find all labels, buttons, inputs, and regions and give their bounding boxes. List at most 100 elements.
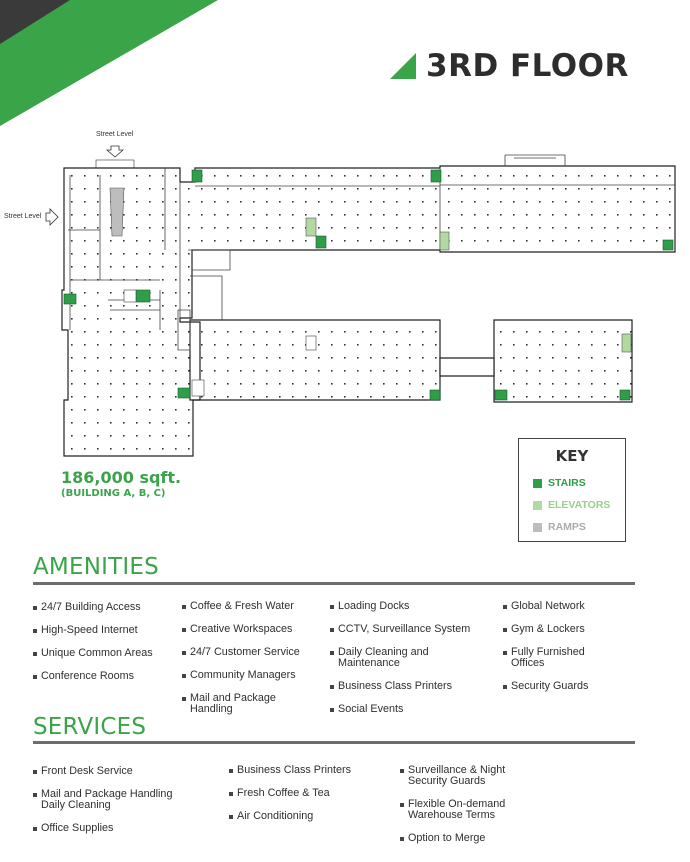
service-item: Surveillance & Night Security Guards <box>400 765 505 787</box>
service-item: Office Supplies <box>33 823 113 834</box>
service-item: Air Conditioning <box>229 811 313 822</box>
bullet-icon <box>33 652 37 656</box>
page-title: 3RD FLOOR <box>426 48 629 84</box>
street-level-label-top: Street Level <box>96 131 134 138</box>
item-label: Conference Rooms <box>41 670 135 682</box>
item-label: Fully Furnished Offices <box>511 646 585 669</box>
bullet-icon <box>33 793 37 797</box>
bullet-icon <box>33 827 37 831</box>
bullet-icon <box>229 769 233 773</box>
item-label: 24/7 Building Access <box>41 601 141 613</box>
key-item-elevators: ELEVATORS <box>533 499 610 511</box>
item-label: Mail and Package Handling <box>190 692 276 715</box>
amenity-item: Gym & Lockers <box>503 624 585 635</box>
map-key: KEY STAIRS ELEVATORS RAMPS <box>518 438 626 542</box>
bullet-icon <box>330 605 334 609</box>
bullet-icon <box>182 674 186 678</box>
amenity-item: 24/7 Customer Service <box>182 647 300 658</box>
item-label: High-Speed Internet <box>41 624 138 636</box>
services-rule <box>33 741 635 744</box>
street-level-label-left: Street Level <box>4 213 42 220</box>
item-label: Surveillance & Night Security Guards <box>408 764 506 787</box>
bullet-icon <box>330 708 334 712</box>
services-heading: SERVICES <box>33 714 147 740</box>
item-label: Security Guards <box>511 680 589 692</box>
building-c-outline <box>493 319 633 403</box>
key-item-ramps: RAMPS <box>533 521 586 533</box>
key-label-elevators: ELEVATORS <box>548 499 611 511</box>
amenity-item: Community Managers <box>182 670 296 681</box>
item-label: Fresh Coffee & Tea <box>237 787 330 799</box>
service-item: Mail and Package Handling Daily Cleaning <box>33 789 172 811</box>
amenity-item: Loading Docks <box>330 601 409 612</box>
amenity-item: Coffee & Fresh Water <box>182 601 294 612</box>
service-item: Fresh Coffee & Tea <box>229 788 330 799</box>
bullet-icon <box>503 628 507 632</box>
item-label: Business Class Printers <box>237 764 352 776</box>
amenity-item: Daily Cleaning and Maintenance <box>330 647 429 669</box>
amenity-item: High-Speed Internet <box>33 625 138 636</box>
service-item: Business Class Printers <box>229 765 351 776</box>
bullet-icon <box>400 769 404 773</box>
bullet-icon <box>330 651 334 655</box>
item-label: Front Desk Service <box>41 765 133 777</box>
building-b-outline <box>189 319 441 401</box>
bullet-icon <box>33 606 37 610</box>
connector-outline <box>439 357 495 377</box>
item-label: Business Class Printers <box>338 680 453 692</box>
bullet-icon <box>182 628 186 632</box>
page-header: 3RD FLOOR <box>390 48 629 84</box>
amenity-item: Business Class Printers <box>330 681 452 692</box>
bullet-icon <box>33 770 37 774</box>
bullet-icon <box>182 605 186 609</box>
street-level-arrow-left <box>45 208 59 226</box>
bullet-icon <box>33 629 37 633</box>
amenity-item: Social Events <box>330 704 403 715</box>
service-item: Front Desk Service <box>33 766 133 777</box>
bullet-icon <box>330 628 334 632</box>
item-label: Community Managers <box>190 669 296 681</box>
amenity-item: Conference Rooms <box>33 671 134 682</box>
bullet-icon <box>503 605 507 609</box>
stairs-swatch <box>533 478 542 488</box>
key-label-ramps: RAMPS <box>548 521 586 533</box>
item-label: Flexible On-demand Warehouse Terms <box>408 798 506 821</box>
service-item: Flexible On-demand Warehouse Terms <box>400 799 505 821</box>
key-title: KEY <box>555 447 589 465</box>
bullet-icon <box>182 651 186 655</box>
item-label: Office Supplies <box>41 822 114 834</box>
amenity-item: Fully Furnished Offices <box>503 647 585 669</box>
amenity-item: Security Guards <box>503 681 588 692</box>
amenity-item: Creative Workspaces <box>182 624 292 635</box>
bullet-icon <box>33 675 37 679</box>
key-item-stairs: STAIRS <box>533 477 586 489</box>
item-label: Global Network <box>511 600 585 612</box>
amenity-item: Unique Common Areas <box>33 648 153 659</box>
ramp <box>109 187 125 237</box>
bullet-icon <box>182 697 186 701</box>
buildings-label: (BUILDING A, B, C) <box>61 488 166 499</box>
bullet-icon <box>229 792 233 796</box>
item-label: CCTV, Surveillance System <box>338 623 471 635</box>
key-label-stairs: STAIRS <box>548 477 586 489</box>
amenity-item: Global Network <box>503 601 585 612</box>
service-item: Option to Merge <box>400 833 485 844</box>
elevator-markers <box>305 217 632 353</box>
street-level-arrow-top <box>95 145 135 169</box>
corner-decoration <box>0 0 218 126</box>
item-label: Coffee & Fresh Water <box>190 600 294 612</box>
bullet-icon <box>503 685 507 689</box>
amenity-item: CCTV, Surveillance System <box>330 624 470 635</box>
bullet-icon <box>400 803 404 807</box>
amenity-item: 24/7 Building Access <box>33 602 141 613</box>
stairs-markers <box>63 169 674 401</box>
bullet-icon <box>330 685 334 689</box>
item-label: Loading Docks <box>338 600 410 612</box>
item-label: Mail and Package Handling Daily Cleaning <box>41 788 173 811</box>
bullet-icon <box>503 651 507 655</box>
bullet-icon <box>400 837 404 841</box>
amenity-item: Mail and Package Handling <box>182 693 276 715</box>
amenities-rule <box>33 582 635 585</box>
item-label: Creative Workspaces <box>190 623 293 635</box>
ramps-swatch <box>533 522 542 532</box>
